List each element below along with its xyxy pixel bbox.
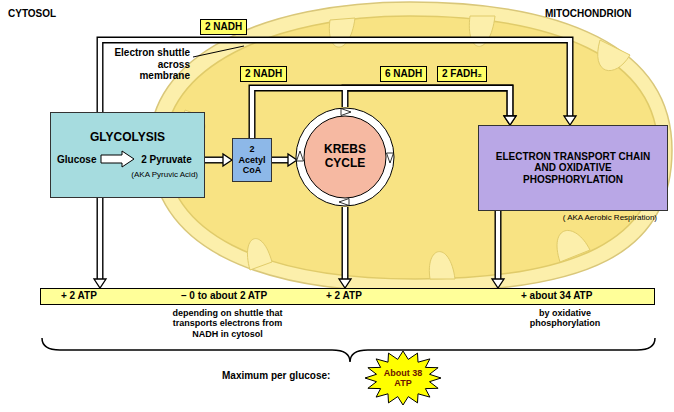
ring-arrowhead (297, 151, 304, 161)
glycolysis-row: Glucose 2 Pyruvate (57, 150, 198, 168)
region-label: depending on shuttle that transports ele… (165, 308, 290, 339)
arrowhead (94, 279, 106, 288)
connector (345, 88, 510, 116)
connector (272, 160, 288, 161)
process-box: ELECTRON TRANSPORT CHAIN AND OXIDATIVE P… (478, 125, 668, 211)
note-text: (AKA Pyruvic Acid) (57, 170, 198, 179)
conversion-arrow (100, 150, 136, 168)
arrowhead (564, 116, 576, 125)
molecule-box: 2 Acetyl CoA (232, 138, 272, 182)
note-text: ( AKA Aerobic Respiration) (563, 213, 657, 222)
ring-arrowhead (341, 109, 351, 116)
ring-arrowhead (387, 153, 394, 163)
region-label: MITOCHONDRION (545, 8, 631, 20)
ring-inner (304, 116, 386, 198)
leader-line (193, 46, 244, 57)
region-label: Maximum per glucose: (222, 370, 330, 382)
atp-yield: + 2 ATP (326, 290, 362, 302)
atp-yield: + about 34 ATP (521, 290, 592, 302)
total-yield: About 38 ATP (383, 368, 423, 389)
flow-tag: 2 NADH (240, 66, 287, 82)
arrowhead (492, 279, 504, 288)
star-outline (365, 351, 441, 405)
connector (345, 207, 346, 279)
connector (205, 160, 223, 161)
process-box: GLYCOLYSIS Glucose 2 Pyruvate (AKA Pyruvic … (50, 112, 205, 198)
connector-outline (272, 157, 288, 164)
connector-outline (342, 207, 349, 279)
connector (100, 198, 101, 279)
yield-bar: + 2 ATP – 0 to about 2 ATP + 2 ATP + about … (40, 288, 655, 305)
arrowhead (504, 116, 516, 125)
atp-yield: + 2 ATP (61, 290, 97, 302)
region-label: by oxidative phosphorylation (510, 308, 620, 329)
outer-membrane (150, 2, 672, 292)
connector-outline (495, 211, 502, 279)
arrowhead (223, 154, 232, 166)
ring-arrowhead (339, 199, 349, 206)
box-heading: ELECTRON TRANSPORT CHAIN AND OXIDATIVE P… (484, 151, 662, 186)
arrowhead (339, 279, 351, 288)
connector-outline (97, 198, 104, 279)
connector-fill (496, 211, 500, 279)
connector-fill (345, 88, 510, 116)
starburst: About 38 ATP (364, 350, 442, 406)
molecule-name: 2 Acetyl CoA (235, 144, 269, 175)
connector-outline (205, 157, 223, 164)
connector-fill (205, 158, 223, 162)
connector-fill (272, 158, 288, 162)
ring-outer (296, 108, 394, 206)
arrowhead (504, 116, 516, 125)
cycle-name: KREBS CYCLE (315, 143, 375, 171)
flow-tag: 6 NADH (380, 66, 427, 82)
molecule-name: Glucose (57, 154, 96, 166)
arrow-shape (101, 151, 134, 167)
region-label: CYTOSOL (8, 8, 56, 20)
box-heading: GLYCOLYSIS (57, 131, 198, 145)
connector-outline (345, 88, 510, 116)
cycle-circle: KREBS CYCLE (295, 107, 395, 207)
connector-fill (98, 198, 102, 279)
connector (100, 40, 570, 116)
molecule-name: 2 Pyruvate (140, 154, 192, 166)
flow-tag: 2 FADH₂ (437, 66, 487, 82)
atp-yield: – 0 to about 2 ATP (181, 290, 267, 302)
flow-tag: 2 NADH (200, 19, 247, 35)
connector-fill (343, 207, 347, 279)
connector-fill (100, 40, 570, 116)
connector (498, 211, 499, 279)
total-brace (42, 338, 655, 362)
connector-outline (100, 40, 570, 116)
region-label: Electron shuttle across membrane (105, 47, 190, 82)
